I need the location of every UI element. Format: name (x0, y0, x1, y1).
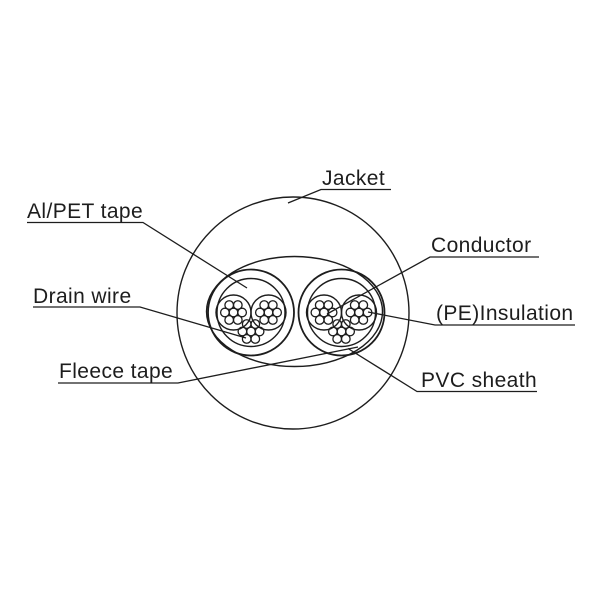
jacket-leader-line (287, 188, 391, 204)
drain-wire-label: Drain wire (33, 285, 132, 308)
al-pet-tape-leader-line (27, 221, 248, 289)
drain-wire-leader-line (33, 306, 247, 339)
al-pet-tape-label: Al/PET tape (27, 200, 143, 223)
fleece-tape-leader-line (58, 346, 359, 384)
left-pair-assembly (208, 270, 294, 356)
pe-insulation-leader-line (367, 311, 575, 326)
conductor-leader-line (326, 256, 539, 315)
jacket-label: Jacket (322, 167, 385, 190)
fleece-tape-ellipse (205, 255, 384, 368)
conductor-label: Conductor (431, 234, 532, 257)
pvc-sheath-leader-line (347, 347, 537, 393)
diagram-linework (27, 188, 575, 430)
pvc-sheath-label: PVC sheath (421, 369, 537, 392)
fleece-tape-label: Fleece tape (59, 360, 173, 383)
pe-insulation-label: (PE)Insulation (436, 302, 574, 325)
jacket-circle (176, 196, 410, 430)
